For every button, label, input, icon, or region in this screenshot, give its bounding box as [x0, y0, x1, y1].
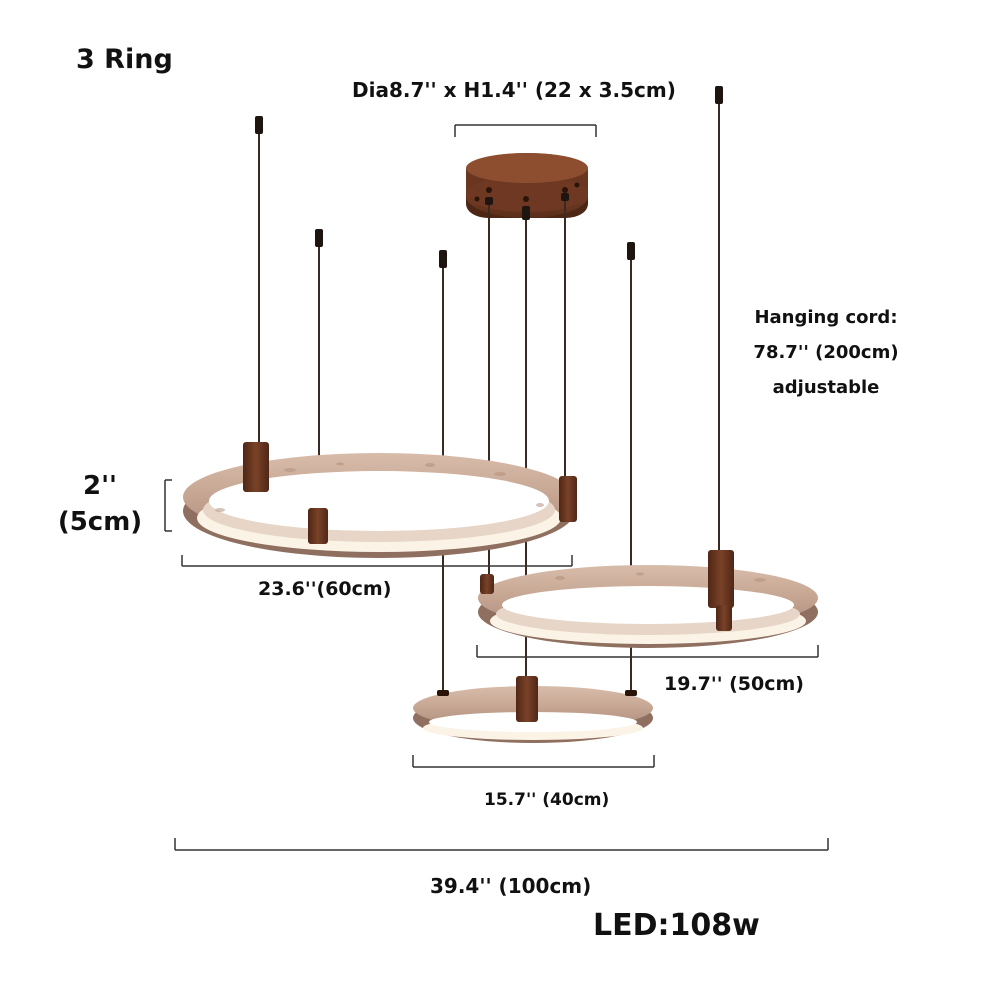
- small-ring-width-label: 15.7'' (40cm): [484, 790, 610, 810]
- large-ring-width-label: 23.6''(60cm): [258, 578, 392, 600]
- ring-height-label: 2'' (5cm): [40, 468, 160, 540]
- product-title: 3 Ring: [76, 44, 173, 75]
- medium-ring-width-label: 19.7'' (50cm): [664, 673, 804, 695]
- overall-width-bracket: [174, 838, 829, 851]
- cord-clips: [255, 86, 723, 268]
- small-ring: [413, 676, 653, 743]
- canopy-dimension-bracket: [454, 124, 597, 137]
- large-ring-width-bracket: [181, 555, 573, 567]
- small-ring-width-bracket: [412, 755, 655, 768]
- canopy-dimension-label: Dia8.7'' x H1.4'' (22 x 3.5cm): [352, 78, 676, 102]
- large-ring: [183, 442, 577, 558]
- ring-height-inches: 2'': [82, 471, 117, 501]
- ring-height-cm: (5cm): [57, 507, 143, 537]
- height-dimension-bracket: [164, 479, 172, 532]
- power-rating-label: LED:108w: [593, 908, 760, 943]
- hanging-cord-note: Hanging cord: 78.7'' (200cm) adjustable: [738, 300, 914, 405]
- cord-line-1: Hanging cord:: [754, 307, 898, 328]
- medium-ring: [478, 550, 818, 648]
- medium-ring-width-bracket: [476, 645, 819, 658]
- overall-width-label: 39.4'' (100cm): [430, 874, 592, 898]
- cord-line-3: adjustable: [772, 377, 880, 398]
- ceiling-canopy: [466, 153, 588, 218]
- cord-line-2: 78.7'' (200cm): [753, 342, 899, 363]
